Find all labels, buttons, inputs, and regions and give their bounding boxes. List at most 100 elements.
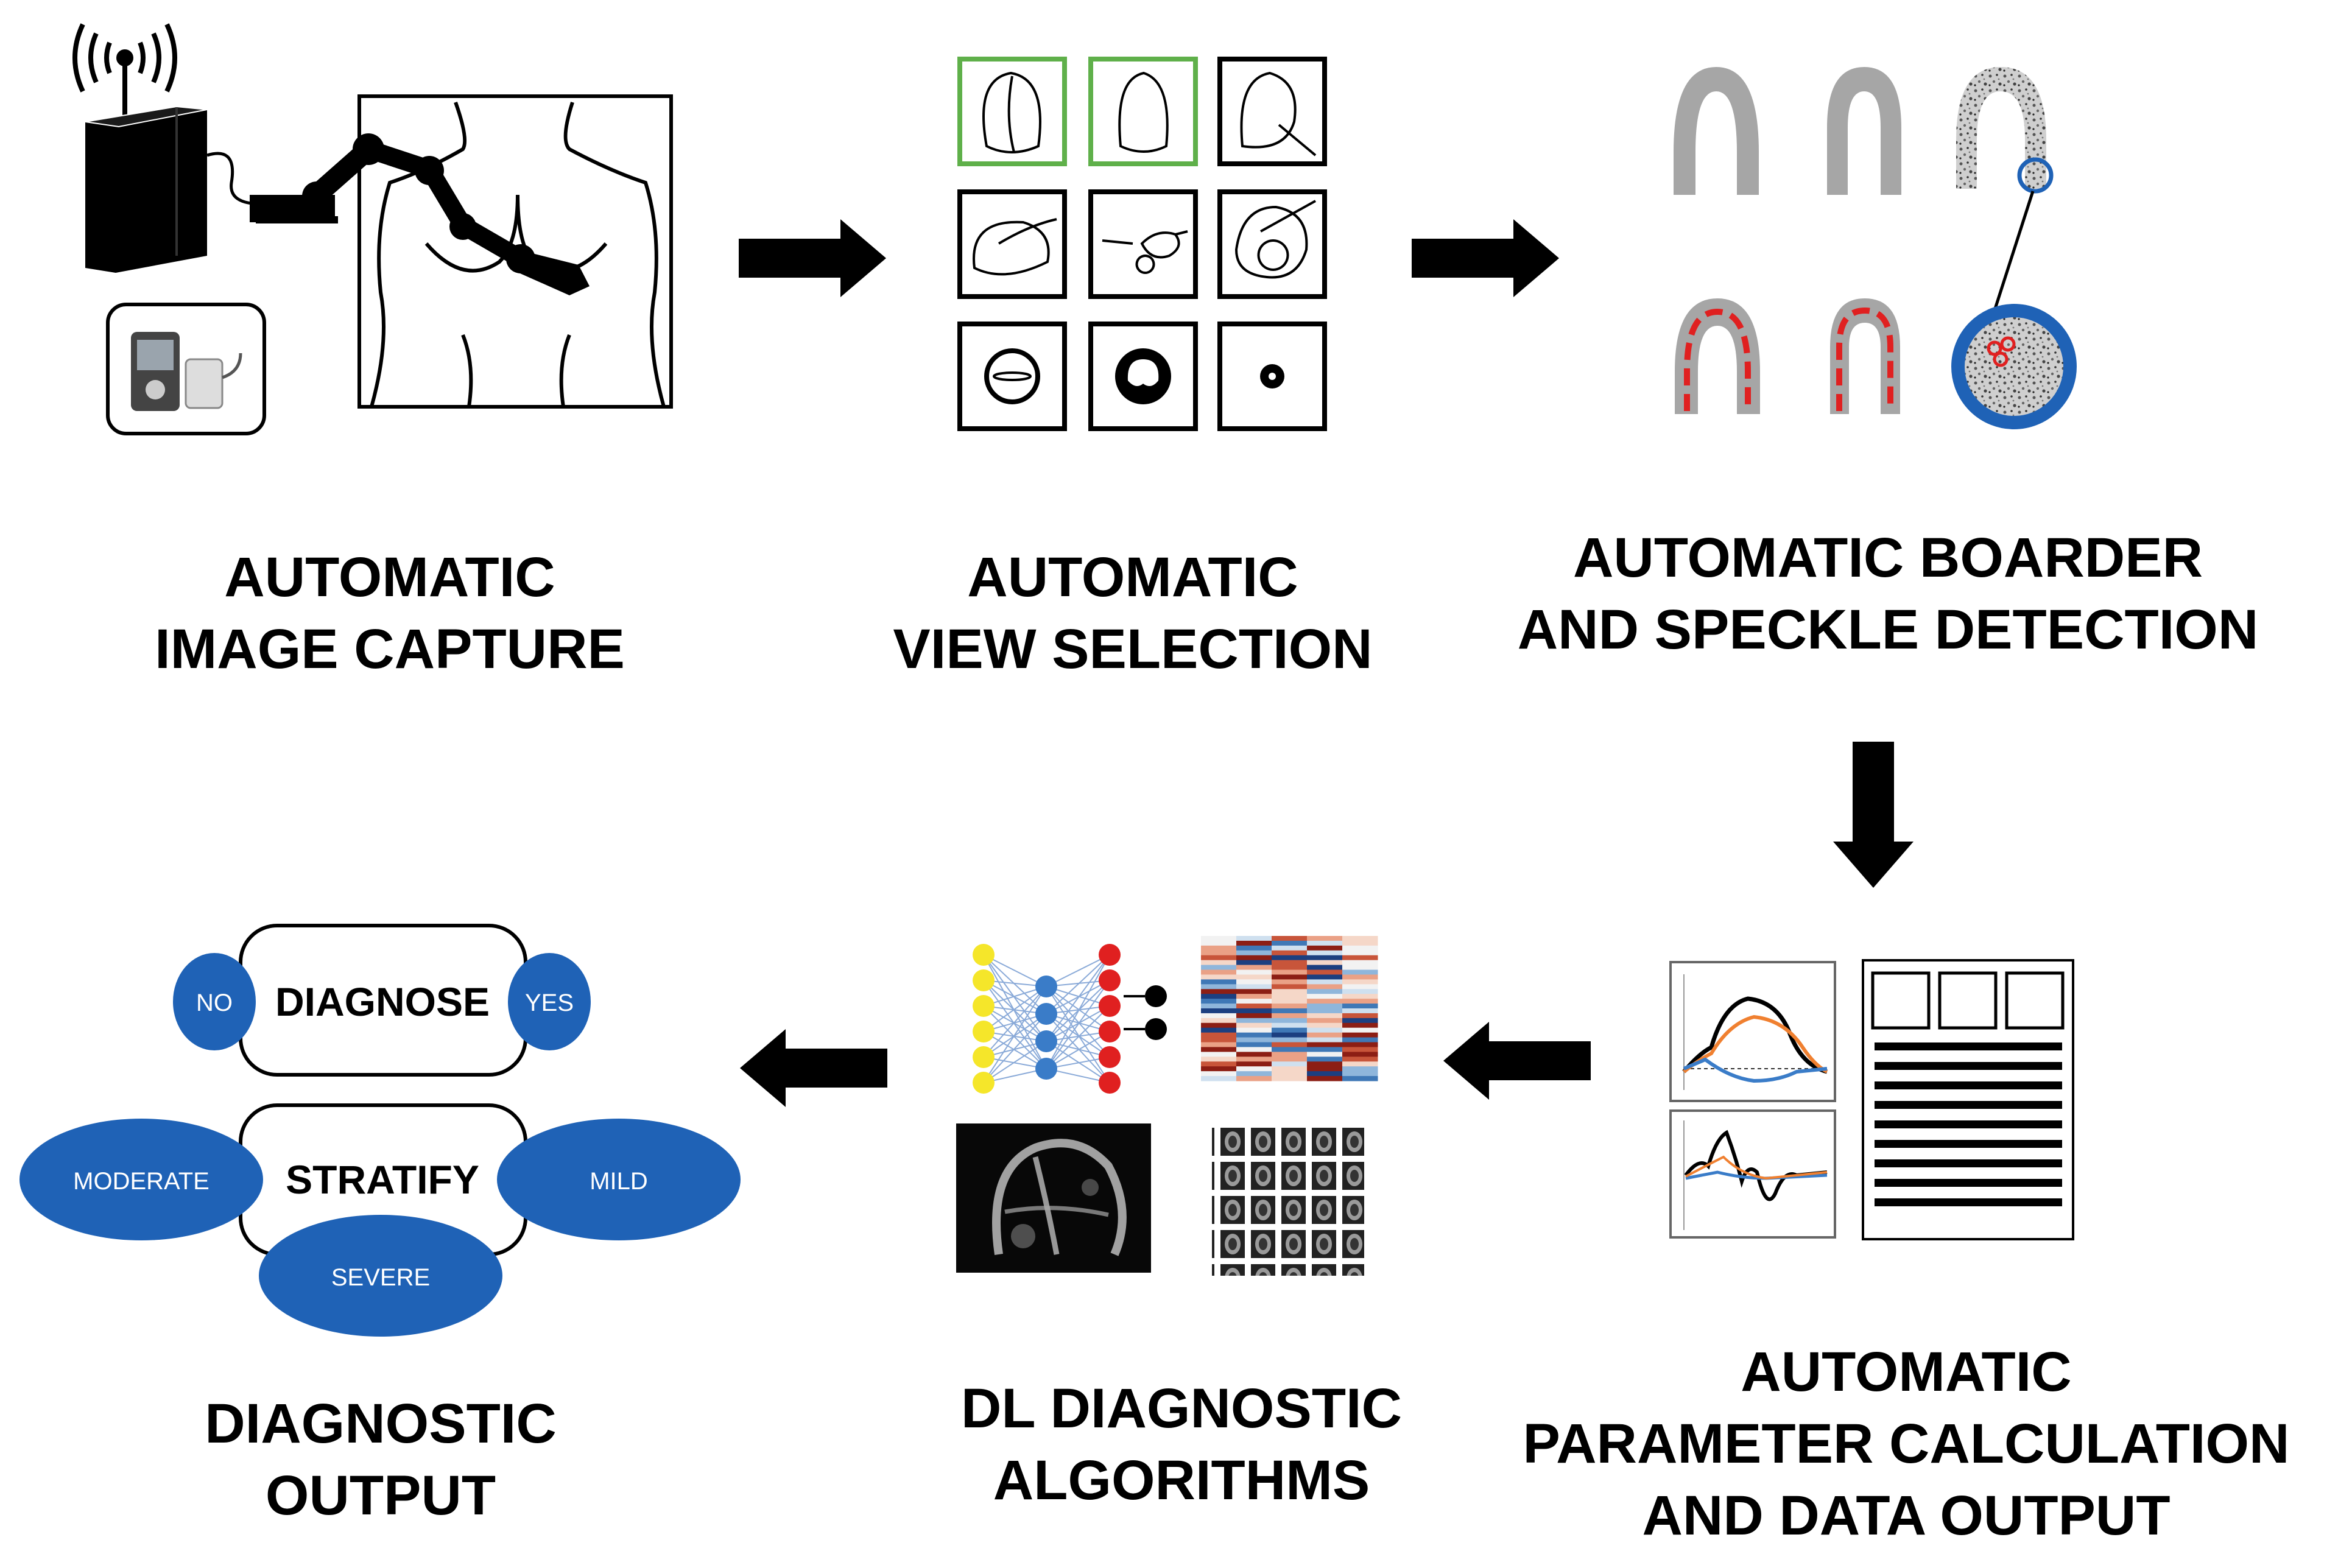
heatmap-cell xyxy=(1236,1008,1272,1014)
arrow-right-2 xyxy=(1412,219,1559,297)
heatmap-cell xyxy=(1307,955,1343,961)
heatmap-cell xyxy=(1201,1042,1237,1047)
heatmap-cell xyxy=(1236,969,1272,975)
heatmap-cell xyxy=(1236,1071,1272,1077)
nn-edge xyxy=(983,954,1047,1042)
nn-node xyxy=(1035,1058,1057,1080)
no-label: NO xyxy=(196,990,233,1016)
caption-image-capture: AUTOMATIC IMAGE CAPTURE xyxy=(85,542,694,686)
yes-label: YES xyxy=(525,990,574,1016)
heatmap-cell xyxy=(1342,1071,1378,1077)
heatmap-cell xyxy=(1236,989,1272,994)
heatmap-cell xyxy=(1272,1004,1308,1009)
heatmap-cell xyxy=(1307,989,1343,994)
heatmap-cell xyxy=(1236,974,1272,980)
report-document xyxy=(1862,959,2074,1240)
heatmap-cell xyxy=(1342,974,1378,980)
nn-node xyxy=(1099,969,1121,991)
heatmap-cell xyxy=(1307,965,1343,971)
nn-edge xyxy=(983,980,1047,1069)
view-selection-grid xyxy=(957,57,1327,431)
heatmap-cell xyxy=(1342,955,1378,961)
nn-node xyxy=(1099,1021,1121,1042)
heatmap-cell xyxy=(1236,950,1272,956)
heatmap-cell xyxy=(1272,1066,1308,1072)
nn-edge xyxy=(1046,1013,1110,1083)
heatmap-cell xyxy=(1307,1071,1343,1077)
speckle-zoom-circle xyxy=(1951,304,2077,429)
heatmap-cell xyxy=(1342,1013,1378,1019)
heatmap-cell xyxy=(1342,1008,1378,1014)
heatmap-cell xyxy=(1236,936,1272,941)
nn-node xyxy=(1099,995,1121,1017)
heatmap-cell xyxy=(1307,1004,1343,1009)
heatmap-cell xyxy=(1342,936,1378,941)
heatmap-cell xyxy=(1236,1022,1272,1028)
heatmap-cell xyxy=(1342,999,1378,1004)
heatmap-cell xyxy=(1272,955,1308,961)
caption-diagnostic-output: DIAGNOSTIC OUTPUT xyxy=(76,1388,685,1532)
diagnose-label: DIAGNOSE xyxy=(275,979,490,1024)
ultrasound-machine xyxy=(85,105,208,273)
caption-line: IMAGE CAPTURE xyxy=(155,617,625,680)
heatmap-cell xyxy=(1307,1037,1343,1043)
heatmap-cell xyxy=(1342,1042,1378,1047)
heatmap-cell xyxy=(1307,1066,1343,1072)
heatmap-cell xyxy=(1236,999,1272,1004)
heatmap-cell xyxy=(1236,965,1272,971)
heatmap-cell xyxy=(1201,979,1237,985)
heatmap-cell xyxy=(1272,1032,1308,1038)
heatmap-cell xyxy=(1272,1037,1308,1043)
heatmap-cell xyxy=(1342,984,1378,990)
heatmap-cell xyxy=(1307,974,1343,980)
arrow-left-2 xyxy=(740,1029,887,1107)
view-tile-sax-papillary xyxy=(1088,322,1198,431)
caption-line: DIAGNOSTIC xyxy=(205,1393,557,1455)
strain-curve-plot xyxy=(1669,961,1836,1102)
heatmap-cell xyxy=(1307,984,1343,990)
heatmap-cell xyxy=(1201,1071,1237,1077)
heatmap-cell xyxy=(1307,1013,1343,1019)
moderate-bubble xyxy=(19,1119,263,1240)
lv-wall-outline-2 xyxy=(1827,67,1901,195)
handheld-device-panel xyxy=(106,303,266,435)
heatmap-cell xyxy=(1307,1008,1343,1014)
nn-edge xyxy=(983,954,1047,987)
heatmap-cell xyxy=(1342,979,1378,985)
heatmap-cell xyxy=(1272,969,1308,975)
image-capture-illustration xyxy=(72,23,673,435)
nn-node xyxy=(973,995,995,1017)
heatmap-cell xyxy=(1201,989,1237,994)
arrow-down xyxy=(1833,742,1914,888)
heatmap-cell xyxy=(1236,1032,1272,1038)
heatmap-cell xyxy=(1272,999,1308,1004)
heatmap-cell xyxy=(1201,974,1237,980)
heatmap-cell xyxy=(1236,1037,1272,1043)
nn-edge xyxy=(1046,1041,1110,1083)
heatmap-cell xyxy=(1342,1052,1378,1057)
heatmap-cell xyxy=(1342,1076,1378,1081)
heatmap-cell xyxy=(1236,979,1272,985)
heatmap-cell xyxy=(1236,1061,1272,1067)
view-tile-sax-mitral xyxy=(957,322,1067,431)
heatmap-cell xyxy=(1201,955,1237,961)
heatmap-cell xyxy=(1307,960,1343,966)
nn-edge xyxy=(983,986,1047,1058)
heatmap-cell xyxy=(1272,1018,1308,1024)
heatmap-cell xyxy=(1307,936,1343,941)
heatmap-cell xyxy=(1307,1022,1343,1028)
view-tile-a3c xyxy=(1217,57,1327,166)
nn-edge xyxy=(1046,954,1110,1014)
heatmap-cell xyxy=(1342,1066,1378,1072)
nn-edge xyxy=(983,1005,1047,1042)
heatmap-cell xyxy=(1236,945,1272,951)
heatmap-cell xyxy=(1342,1018,1378,1024)
caption-dl-algorithms: DL DIAGNOSTIC ALGORITHMS xyxy=(877,1373,1486,1517)
heatmap-cell xyxy=(1201,1076,1237,1081)
heatmap-cell xyxy=(1272,1013,1308,1019)
nn-edge xyxy=(1046,986,1110,1007)
heatmap-cell xyxy=(1236,1052,1272,1057)
frame-thumbnail-grid xyxy=(1212,1122,1364,1276)
heatmap-cell xyxy=(1272,979,1308,985)
nn-edge xyxy=(983,986,1047,1083)
